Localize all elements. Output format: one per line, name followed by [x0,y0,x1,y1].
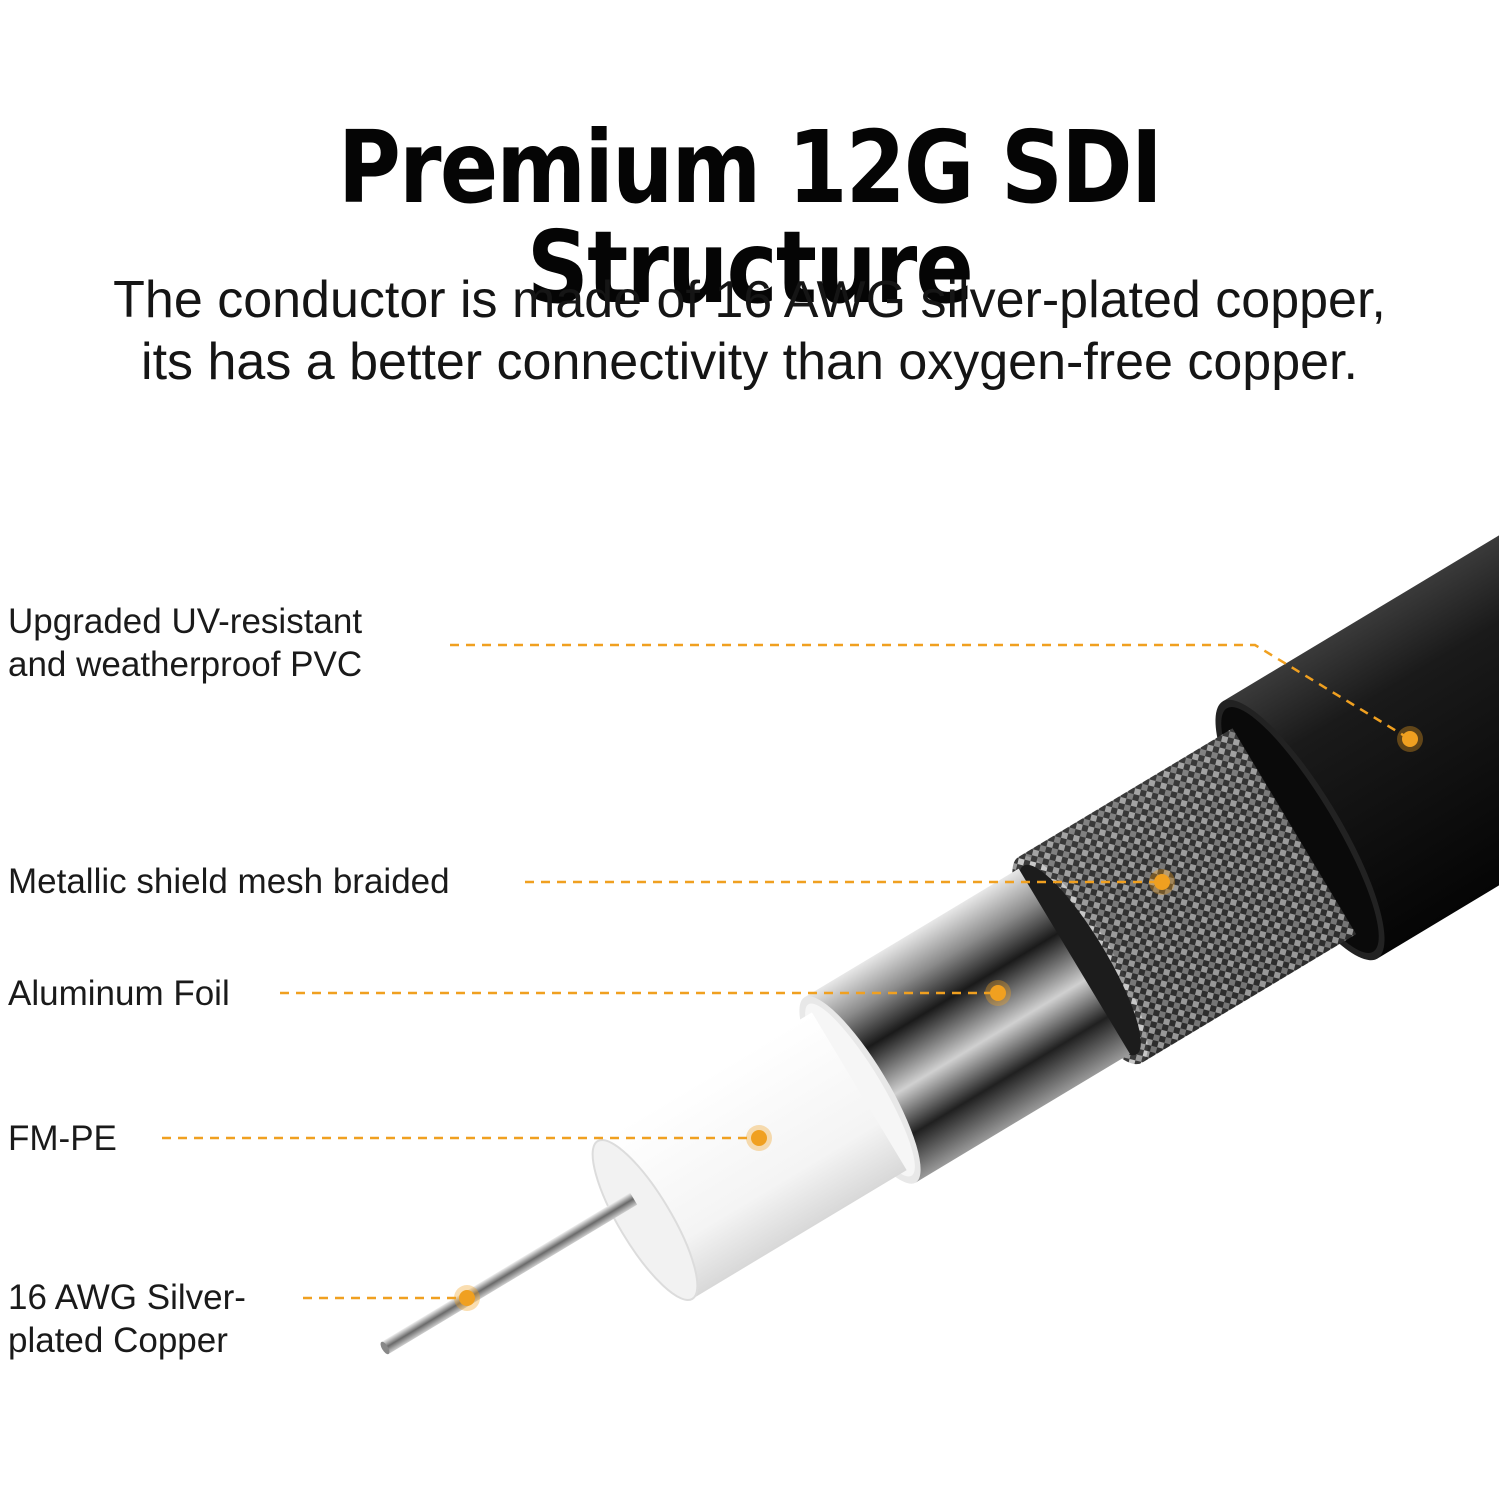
subtitle-line-1: The conductor is made of 16 AWG silver-p… [113,271,1386,329]
page-title: Premium 12G SDI Structure [337,109,1163,326]
label-fmpe-line-1: FM-PE [8,1119,117,1158]
pvc-jacket [1215,495,1499,961]
label-core-line-2: plated Copper [8,1321,228,1360]
subtitle-line-2: its has a better connectivity than oxyge… [141,333,1358,391]
label-braid-line-1: Metallic shield mesh braided [8,862,450,901]
label-fmpe: FM-PE [8,1117,117,1160]
label-braid: Metallic shield mesh braided [8,860,450,903]
label-pvc-line-2: and weatherproof PVC [8,645,363,684]
braided-shield [1012,728,1357,1065]
marker-dots [454,726,1423,1311]
pvc-leader-line [450,643,1409,740]
label-foil-line-1: Aluminum Foil [8,974,230,1013]
label-foil: Aluminum Foil [8,972,230,1015]
label-core-line-1: 16 AWG Silver- [8,1278,246,1317]
label-pvc-line-1: Upgraded UV-resistant [8,602,363,641]
label-core: 16 AWG Silver- plated Copper [8,1276,246,1362]
copper-core [380,1192,638,1355]
fm-pe-dielectric [591,1012,907,1301]
label-pvc: Upgraded UV-resistant and weatherproof P… [8,600,362,686]
